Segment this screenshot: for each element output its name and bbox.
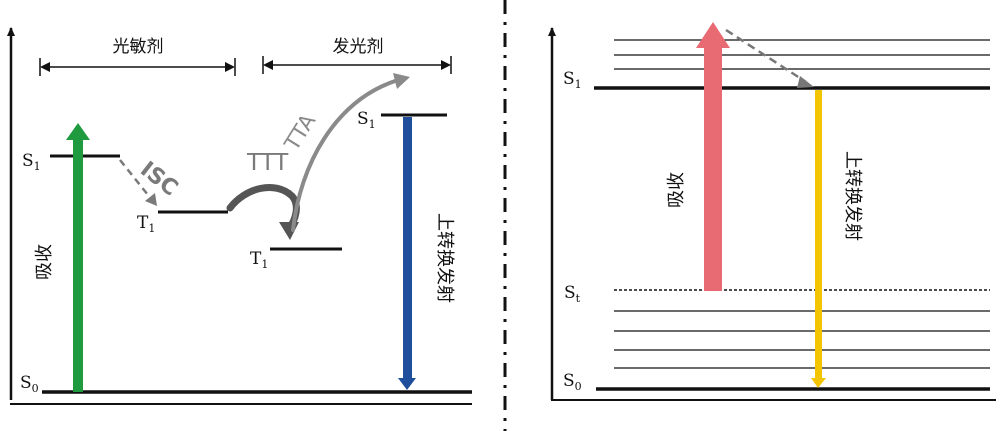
sensitizer-label: 光敏剂 bbox=[113, 37, 164, 57]
right-panel: S1 St S0 吸收 上转换发射 bbox=[548, 22, 996, 401]
sens-t1-label: T1 bbox=[137, 213, 155, 235]
isc-arrowhead bbox=[145, 193, 157, 206]
relaxation-arrowhead bbox=[797, 76, 814, 88]
right-emission-arrow bbox=[811, 90, 826, 388]
right-emission-label: 上转换发射 bbox=[842, 151, 863, 241]
left-absorption-arrow bbox=[66, 123, 90, 392]
right-s1-label: S1 bbox=[563, 69, 582, 91]
sensitizer-bracket bbox=[39, 58, 236, 76]
left-absorption-label: 吸收 bbox=[34, 244, 55, 280]
isc-label: ISC bbox=[135, 157, 182, 201]
right-st-label: St bbox=[564, 283, 581, 305]
ttt-arrowhead bbox=[279, 222, 299, 240]
ttt-label: TTT bbox=[246, 150, 289, 176]
tta-arrowhead bbox=[393, 73, 410, 89]
right-s0-label: S0 bbox=[563, 371, 582, 393]
tta-arrow bbox=[291, 78, 400, 232]
right-absorption-label: 吸收 bbox=[666, 172, 687, 208]
sens-s1-label: S1 bbox=[22, 151, 41, 173]
relaxation-arrow bbox=[725, 28, 807, 84]
left-emission-arrow bbox=[398, 117, 416, 390]
emit-s1-label: S1 bbox=[357, 109, 376, 131]
left-emission-label: 上转换发射 bbox=[434, 213, 455, 303]
left-panel: 光敏剂 发光剂 S1 T1 T1 S1 bbox=[6, 27, 472, 405]
emit-t1-label: T1 bbox=[250, 249, 268, 271]
isc-arrow bbox=[119, 159, 153, 201]
left-s0-label: S0 bbox=[20, 373, 39, 395]
emitter-bracket bbox=[262, 56, 452, 74]
tta-label: TTA bbox=[279, 109, 320, 155]
right-absorption-arrow bbox=[696, 22, 730, 291]
emitter-label: 发光剂 bbox=[333, 37, 384, 57]
